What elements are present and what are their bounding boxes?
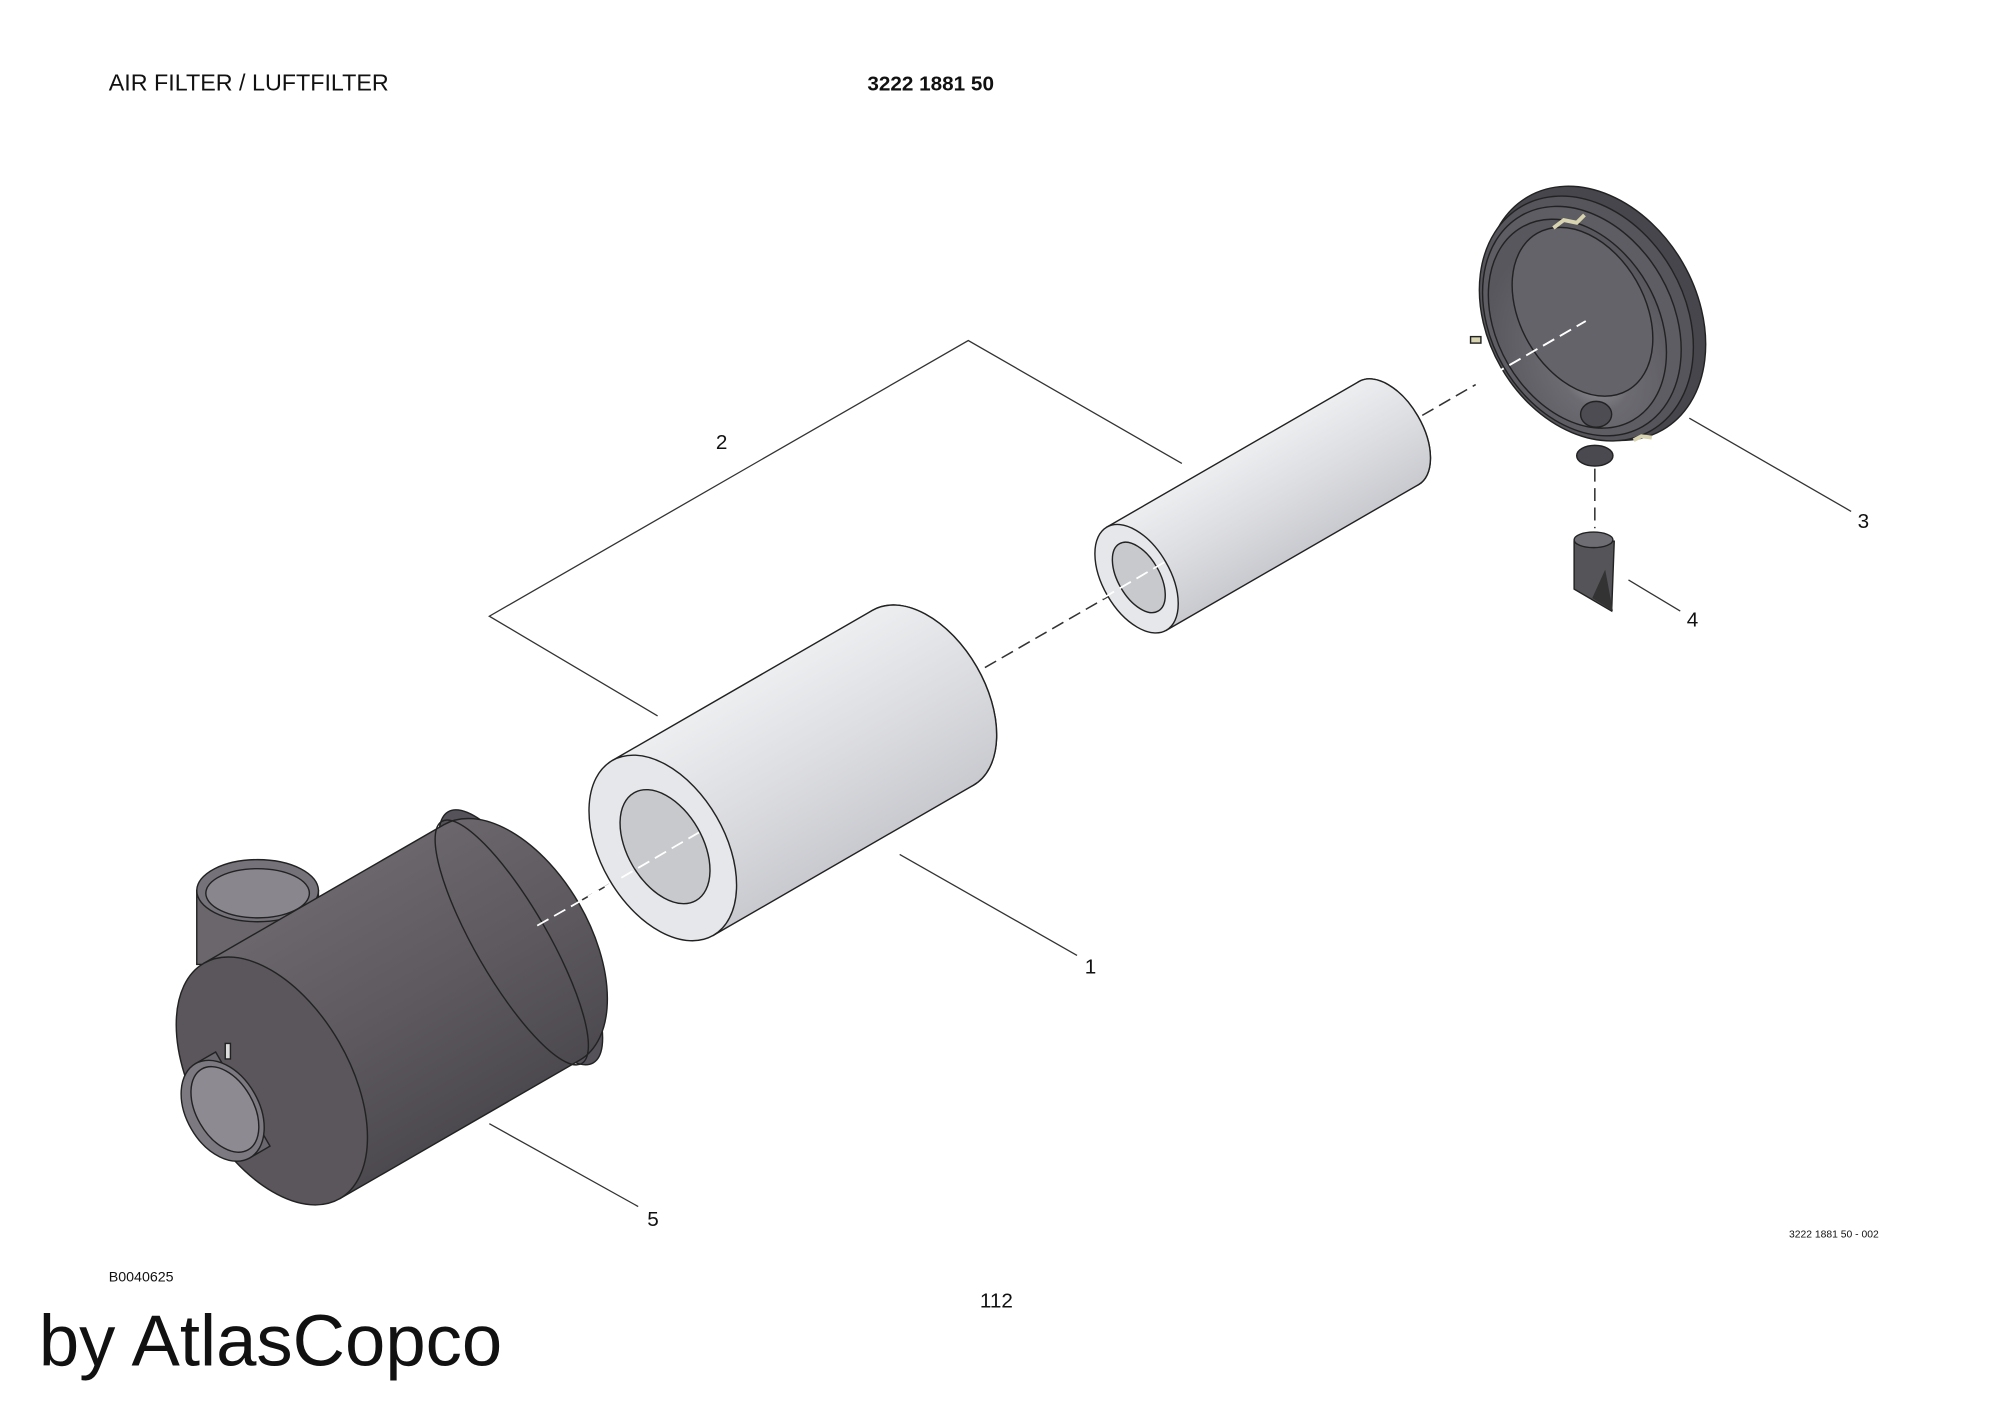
leader-bracket-2 — [488, 339, 1183, 717]
part-number: 3222 1881 50 — [867, 73, 994, 96]
axis-in-safety-filter — [1102, 561, 1166, 599]
callout-1: 1 — [1085, 956, 1097, 979]
axis-in-filter — [620, 831, 700, 879]
callout-5: 5 — [647, 1208, 659, 1231]
part-3-cover — [1469, 185, 1707, 467]
part-4-valve — [1573, 531, 1615, 613]
watermark-text: by AtlasCopco — [39, 1301, 502, 1382]
leader-line-1 — [899, 853, 1078, 956]
document-code: B0040625 — [109, 1270, 174, 1286]
callout-4: 4 — [1687, 609, 1699, 632]
part-5-housing — [175, 809, 609, 1206]
part-1-main-filter-element — [588, 604, 998, 942]
housing-pin — [224, 1042, 232, 1060]
callout-3: 3 — [1858, 510, 1870, 533]
page-number: 112 — [980, 1290, 1013, 1313]
axis-over-housing — [536, 876, 622, 927]
drawing-reference: 3222 1881 50 - 002 — [1789, 1230, 1879, 1241]
part-2-safety-filter-element — [1094, 378, 1432, 634]
leader-line-3 — [1688, 417, 1852, 512]
page-title: AIR FILTER / LUFTFILTER — [109, 70, 389, 96]
leader-line-4 — [1628, 579, 1681, 612]
callout-2: 2 — [716, 431, 728, 454]
leader-line-5 — [489, 1123, 639, 1208]
